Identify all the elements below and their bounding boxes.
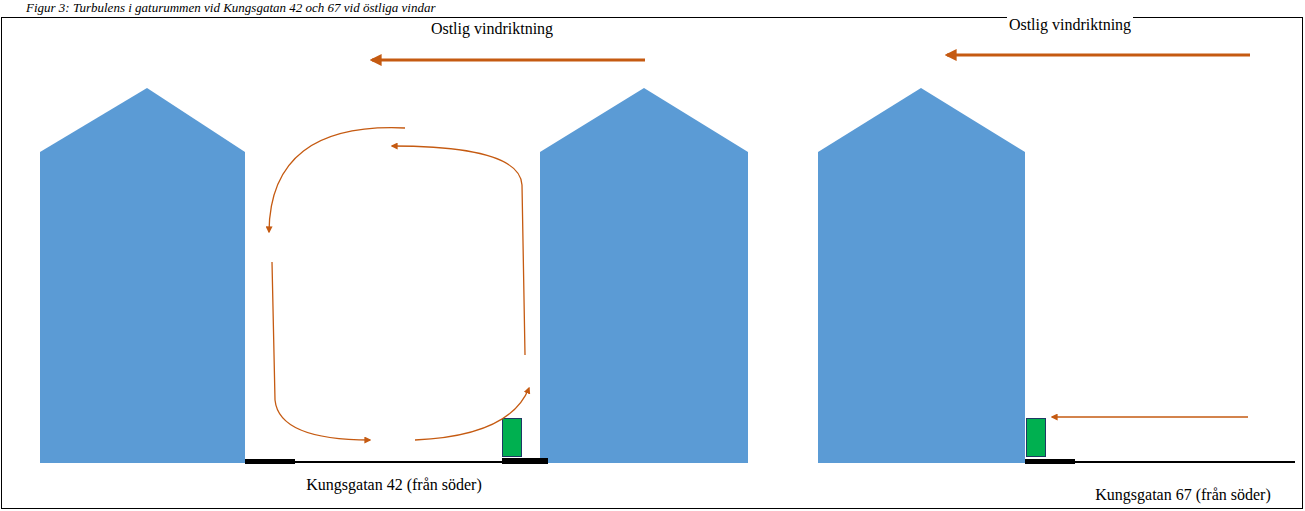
sidewalk [245,459,295,464]
building [818,152,1025,463]
building [540,152,748,463]
wind-arrow [372,59,645,62]
street-ground [245,458,1295,464]
measuring-station [1027,419,1046,457]
wind-direction-label: Ostlig vindriktning [429,19,555,38]
buildings [40,88,1025,463]
vortex-arrow [272,262,370,440]
building [40,152,245,463]
vortex-arrow [392,146,525,355]
vortex-arrow [269,128,405,232]
turbulence-vortex [269,128,529,440]
street-label: Kungsgatan 42 (från söder) [304,475,484,494]
sidewalk [1025,459,1075,464]
figure-title: Figur 3: Turbulens i gaturummen vid Kung… [24,0,438,16]
building-roof [40,88,245,152]
vortex-arrow [415,388,529,440]
frame [2,18,1303,509]
wind-direction-label: Ostlig vindriktning [1007,15,1133,34]
sidewalk [502,458,548,464]
building-roof [540,88,748,152]
wind-arrow [947,54,1250,57]
street-label: Kungsgatan 67 (från söder) [1093,485,1273,504]
building-roof [818,88,1025,152]
ground-wind-arrow [1052,416,1248,417]
measuring-station [503,419,522,457]
